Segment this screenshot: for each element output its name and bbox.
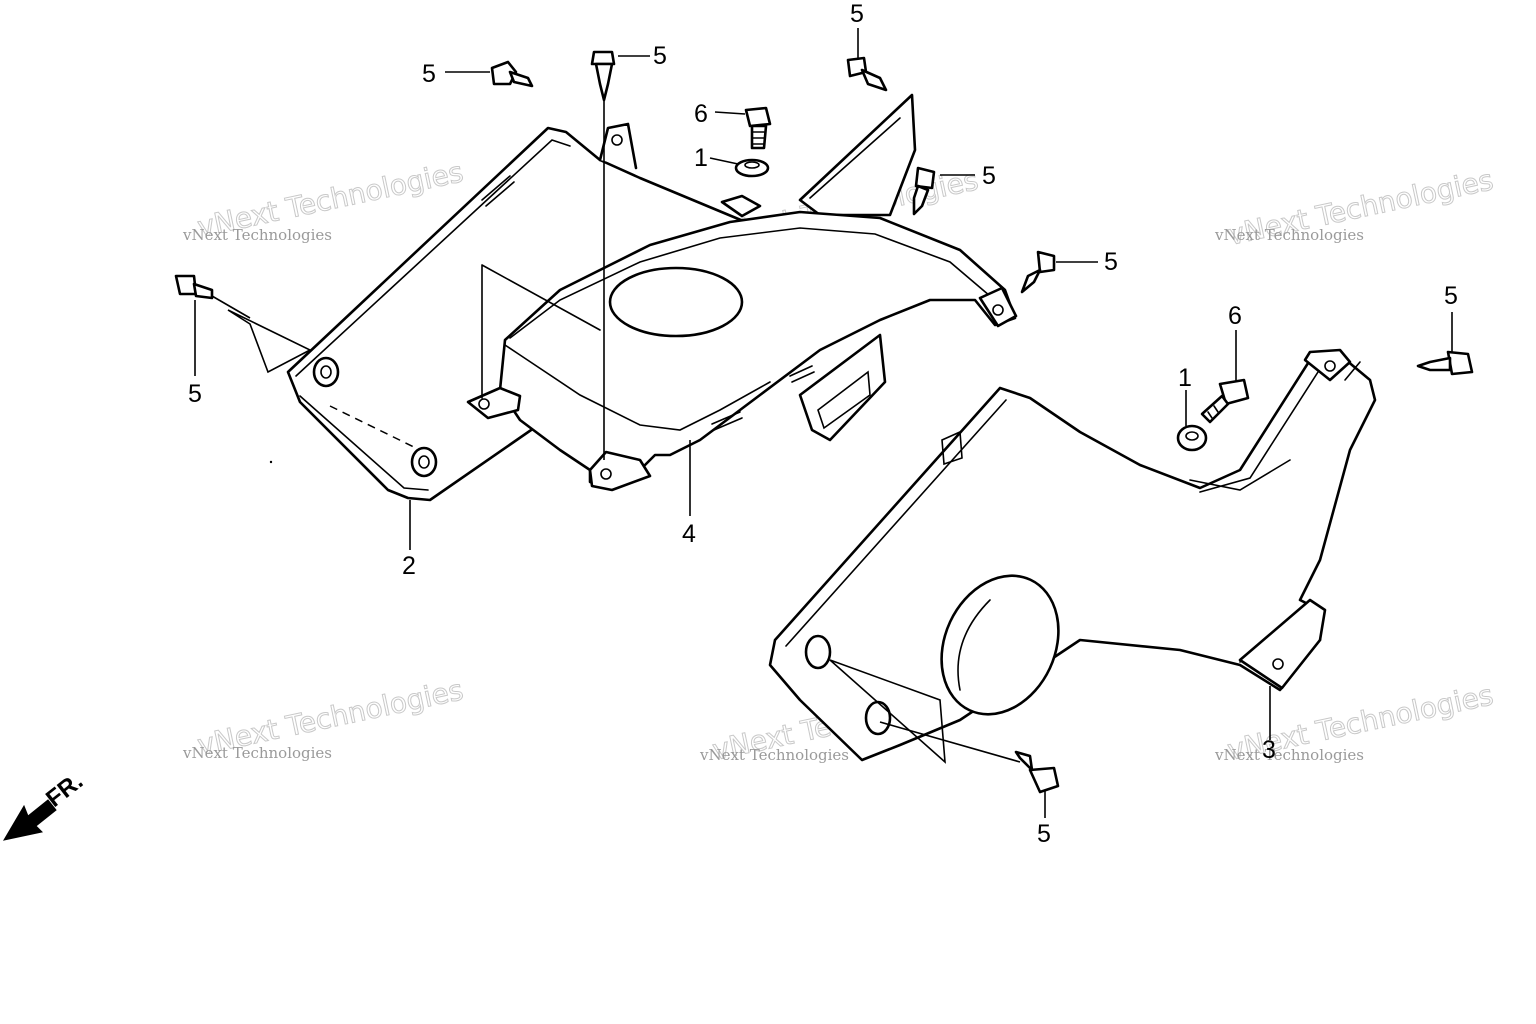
callout-5-top-center: 5: [653, 42, 667, 70]
grommet-hole-left-lower: [410, 446, 438, 478]
callout-3: 3: [1262, 736, 1276, 764]
clip-icon-left: [174, 274, 214, 300]
grommet-hole-right-upper: [804, 634, 832, 670]
callout-1-top: 1: [694, 144, 708, 172]
clip-icon-far-right: [1416, 350, 1474, 376]
callout-2: 2: [402, 552, 416, 580]
clip-icon-right-2: [1020, 250, 1056, 294]
svg-text:vNext Technologies: vNext Technologies: [182, 744, 332, 762]
bolt-icon-top: [744, 106, 772, 150]
callout-1-right: 1: [1178, 364, 1192, 392]
washer-icon: [734, 158, 1208, 452]
washer-icon-right: [1176, 424, 1208, 452]
clip-icon-top-right: [846, 56, 888, 92]
clip-icon-top-center: [590, 50, 616, 102]
front-direction-arrow-icon: FR.: [2, 768, 88, 841]
callout-labels: 5 5 5 5 5 5 5 5 6 6 1 1 2 4 3: [188, 0, 1458, 848]
svg-text:vNext Technologies: vNext Technologies: [699, 746, 849, 764]
watermark-bottom-left: vNext Technologies vNext Technologies: [182, 673, 467, 763]
watermark-top-right: vNext Technologies vNext Technologies: [1214, 163, 1497, 253]
watermark-top-left: vNext Technologies vNext Technologies: [182, 155, 467, 245]
svg-text:vNext Technologies: vNext Technologies: [182, 226, 332, 244]
clip-icon-top-left: [490, 60, 534, 88]
washer-icon-top: [734, 158, 770, 178]
clip-icon-right-1: [912, 166, 936, 216]
svg-text:vNext Technologies: vNext Technologies: [1214, 746, 1364, 764]
callout-4: 4: [682, 520, 696, 548]
callout-5-top-left: 5: [422, 60, 436, 88]
clip-icon-bottom: [1014, 750, 1060, 794]
center-cover-opening: [608, 266, 744, 338]
grommet-hole-right-lower: [864, 700, 892, 736]
grommet-hole-left-upper: [312, 356, 340, 388]
watermark-bottom-right: vNext Technologies vNext Technologies: [1214, 678, 1497, 768]
callout-5-right-mid: 5: [1104, 248, 1118, 276]
callout-5-top-right: 5: [850, 0, 864, 28]
svg-text:vNext Technologies: vNext Technologies: [1214, 226, 1364, 244]
leader-lines: [194, 28, 1453, 818]
right-cover-opening: [940, 574, 1060, 716]
callout-5-left: 5: [188, 380, 202, 408]
callout-5-far-right: 5: [1444, 282, 1458, 310]
callout-5-right-upper: 5: [982, 162, 996, 190]
clip-icon: [174, 50, 1474, 794]
center-cover-part-4: [466, 93, 1018, 492]
right-side-cover-part-3: [768, 348, 1377, 762]
bolt-icon-right: [1200, 378, 1250, 424]
callout-6-top: 6: [694, 100, 708, 128]
callout-5-bottom: 5: [1037, 820, 1051, 848]
callout-6-right: 6: [1228, 302, 1242, 330]
